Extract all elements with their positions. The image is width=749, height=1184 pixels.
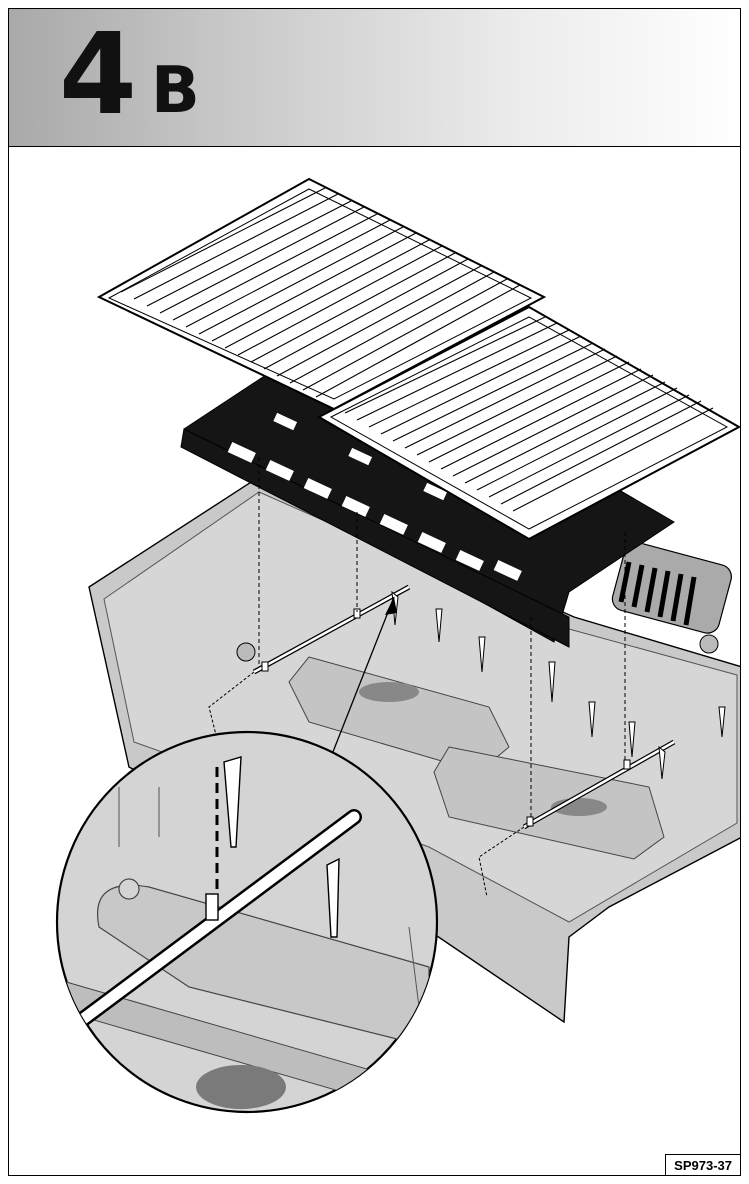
support-rod-left [208, 584, 411, 748]
heat-plate-pins [435, 608, 726, 758]
instruction-panel: 4 B [8, 8, 741, 1176]
detail-leader-line [326, 596, 395, 768]
assembly-illustration [55, 177, 740, 1114]
magnifier-detail [55, 730, 439, 1114]
burner-element [611, 541, 732, 634]
step-header: 4 B [9, 9, 740, 147]
alignment-lines [258, 457, 626, 819]
grill-grate-left [96, 177, 547, 411]
leader-arrowhead [385, 597, 397, 615]
part-code-label: SP973-37 [665, 1154, 740, 1175]
step-letter: B [151, 54, 200, 128]
grill-tub [88, 476, 740, 1024]
step-number: 4 [59, 10, 137, 140]
grill-grate-right [316, 305, 740, 541]
support-rod-right [478, 739, 676, 898]
heat-plate [180, 326, 675, 648]
